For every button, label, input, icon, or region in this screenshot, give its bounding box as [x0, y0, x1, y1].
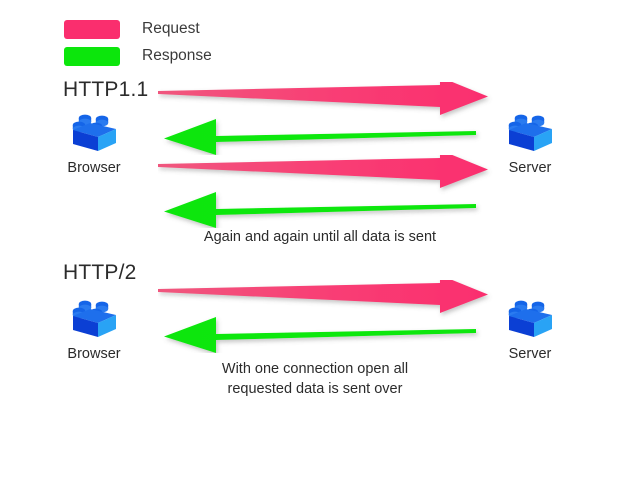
section-title-http11: HTTP1.1: [63, 78, 149, 101]
node-label-server: Server: [508, 160, 552, 176]
lego-brick-icon: [508, 114, 552, 151]
node-server-http2: Server: [484, 296, 576, 362]
lego-brick-icon: [72, 300, 116, 337]
node-browser-http2: Browser: [48, 296, 140, 362]
response-arrow-2: [164, 192, 476, 228]
request-arrow-2: [158, 155, 488, 188]
response-color-swatch: [64, 46, 120, 66]
node-label-browser: Browser: [67, 346, 121, 362]
legend: Request Response: [64, 18, 212, 72]
lego-brick-icon: [508, 300, 552, 337]
caption-http2: With one connection open all requested d…: [221, 361, 409, 397]
node-label-browser: Browser: [67, 160, 121, 176]
request-color-swatch: [64, 19, 120, 39]
node-browser-http11: Browser: [48, 110, 140, 176]
response-arrow-3: [164, 317, 476, 353]
section-title-http2: HTTP/2: [63, 261, 137, 284]
request-arrow-1: [158, 82, 488, 115]
request-arrow-3: [158, 280, 488, 313]
legend-label-response: Response: [142, 47, 212, 65]
node-server-http11: Server: [484, 110, 576, 176]
legend-label-request: Request: [142, 20, 200, 38]
caption-http11: Again and again until all data is sent: [203, 229, 437, 245]
node-label-server: Server: [508, 346, 552, 362]
lego-brick-icon: [72, 114, 116, 151]
legend-item-response: Response: [64, 45, 212, 67]
legend-item-request: Request: [64, 18, 212, 40]
response-arrow-1: [164, 119, 476, 155]
